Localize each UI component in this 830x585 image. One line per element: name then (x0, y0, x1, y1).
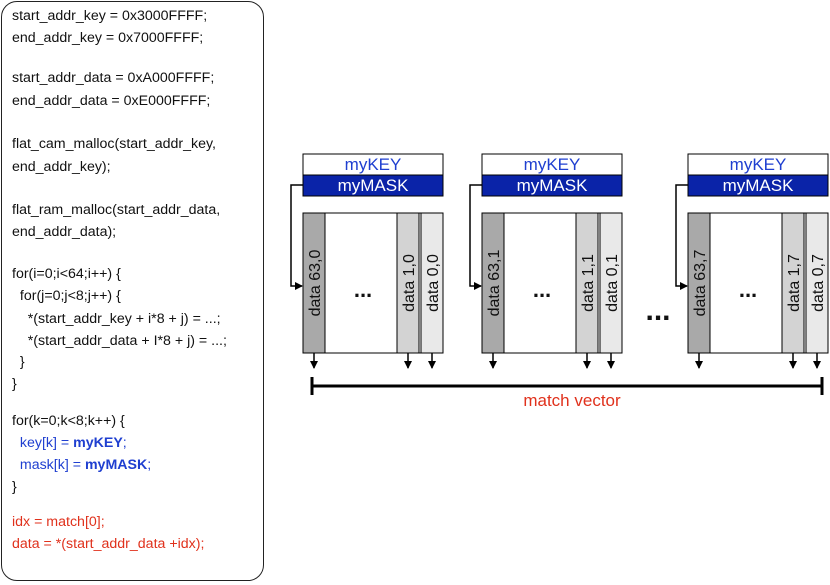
data-column-label: data 63,0 (307, 250, 324, 317)
code-token: idx = match[0]; (12, 514, 105, 530)
block-ellipsis: ... (645, 294, 670, 327)
code-line: start_addr_key = 0x3000FFFF; (12, 8, 207, 25)
mask-label: myMASK (723, 176, 795, 195)
feed-arrow (469, 184, 482, 290)
code-token: for(k=0;k<8;k++) { (12, 413, 125, 429)
code-token: *(start_addr_data + I*8 + j) = ...; (12, 333, 227, 349)
memory-array (302, 212, 444, 354)
code-token: myMASK (84, 457, 148, 473)
match-vector-label: match vector (523, 391, 621, 410)
data-column-label: data 63,1 (486, 250, 503, 317)
inner-ellipsis: ... (739, 277, 757, 302)
code-token: myKEY (73, 435, 123, 451)
code-line: data = *(start_addr_data +idx); (12, 536, 204, 553)
code-token: end_addr_data); (12, 224, 117, 240)
code-line: *(start_addr_key + i*8 + j) = ...; (12, 311, 221, 328)
code-token: key[k] = (12, 435, 74, 451)
code-line: for(i=0;i<64;i++) { (12, 266, 121, 283)
data-column-label: data 1,7 (786, 254, 803, 312)
data-column-label: data 0,7 (810, 254, 827, 312)
key-label: myKEY (524, 155, 581, 174)
code-token: data = *(start_addr_data +idx); (12, 536, 205, 552)
code-line: for(j=0;j<8;j++) { (12, 288, 121, 305)
code-panel: start_addr_key = 0x3000FFFF; end_addr_key… (1, 1, 264, 581)
data-column-label: data 1,0 (401, 254, 418, 312)
data-column-label: data 63,7 (692, 250, 709, 317)
code-token: end_addr_key); (12, 159, 111, 175)
mask-label: myMASK (517, 176, 589, 195)
code-token: ; (147, 457, 152, 473)
code-line: } (12, 354, 25, 371)
feed-arrow (290, 184, 303, 290)
code-token: for(i=0;i<64;i++) { (12, 266, 121, 282)
code-token: start_addr_data = 0xA000FFFF; (12, 70, 215, 86)
memory-array (687, 212, 829, 354)
code-token: for(j=0;j<8;j++) { (12, 288, 121, 304)
data-column-label: data 0,1 (604, 254, 621, 312)
key-label: myKEY (730, 155, 787, 174)
code-token: ; (122, 435, 127, 451)
code-token: end_addr_data = 0xE000FFFF; (12, 93, 211, 109)
cam-block: myKEY myMASK data 63,1 data 1,1 data 0,1... (469, 153, 623, 369)
code-line: end_addr_key); (12, 159, 111, 176)
code-line: end_addr_key = 0x7000FFFF; (12, 30, 203, 47)
code-line: } (12, 376, 17, 393)
code-line: *(start_addr_data + I*8 + j) = ...; (12, 333, 227, 350)
code-token: } (12, 376, 17, 392)
code-line: } (12, 479, 17, 496)
code-token: } (12, 479, 17, 495)
code-line: end_addr_data = 0xE000FFFF; (12, 93, 210, 110)
code-token: flat_cam_malloc(start_addr_key, (12, 136, 216, 152)
data-column-label: data 0,0 (425, 254, 442, 312)
key-label: myKEY (345, 155, 402, 174)
code-line: flat_ram_malloc(start_addr_data, (12, 202, 220, 219)
code-line: start_addr_data = 0xA000FFFF; (12, 70, 214, 87)
code-line: for(k=0;k<8;k++) { (12, 413, 125, 430)
cam-block: myKEY myMASK data 63,0 data 1,0 data 0,0... (290, 153, 444, 369)
code-token: end_addr_key = 0x7000FFFF; (12, 30, 204, 46)
code-line: flat_cam_malloc(start_addr_key, (12, 136, 216, 153)
code-token: mask[k] = (12, 457, 85, 473)
code-token: } (12, 354, 25, 370)
inner-ellipsis: ... (354, 277, 372, 302)
code-token: start_addr_key = 0x3000FFFF; (12, 8, 208, 24)
cam-block: myKEY myMASK data 63,7 data 1,7 data 0,7... (675, 153, 829, 369)
inner-ellipsis: ... (533, 277, 551, 302)
memory-array (481, 212, 623, 354)
code-line: key[k] = myKEY; (12, 435, 127, 452)
code-token: *(start_addr_key + i*8 + j) = ...; (12, 311, 221, 327)
code-token: flat_ram_malloc(start_addr_data, (12, 202, 221, 218)
code-line: end_addr_data); (12, 224, 116, 241)
code-line: mask[k] = myMASK; (12, 457, 151, 474)
mask-label: myMASK (338, 176, 410, 195)
feed-arrow (675, 184, 688, 290)
data-column-label: data 1,1 (580, 254, 597, 312)
code-line: idx = match[0]; (12, 514, 105, 531)
